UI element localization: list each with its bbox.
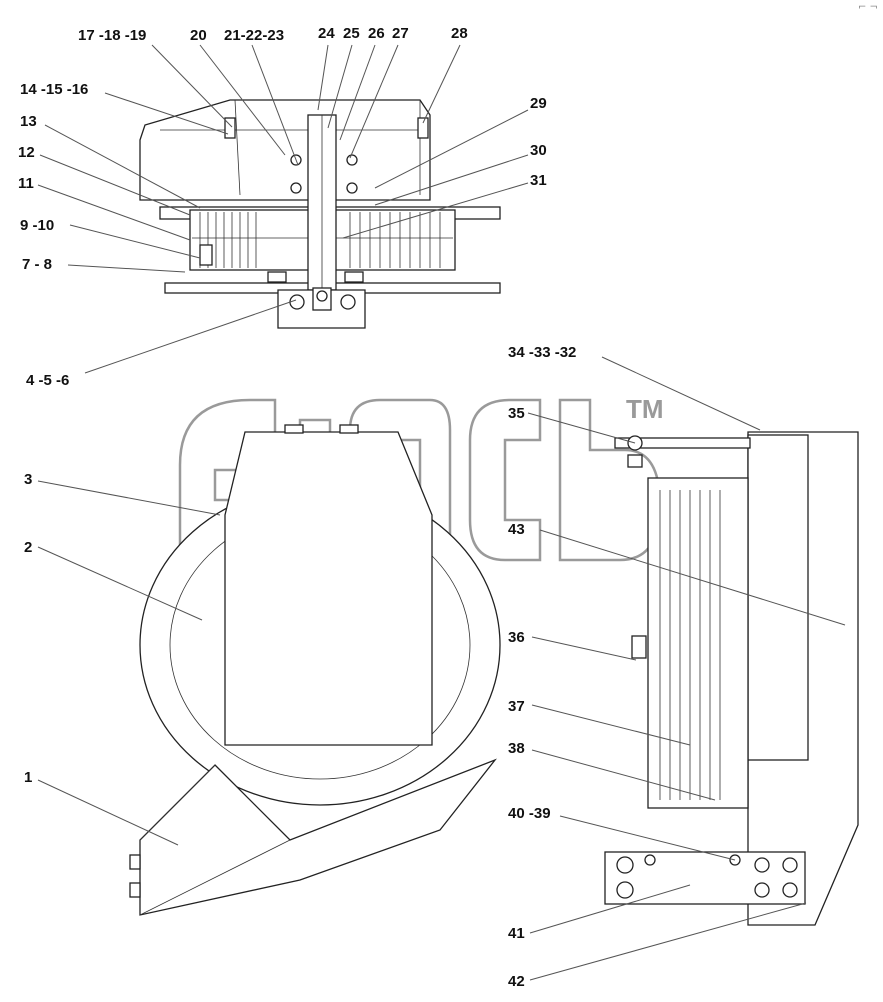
callout-4-5-6: 4 -5 -6 [26,372,69,389]
callout-11: 11 [18,175,34,192]
watermark-tm: TM [626,394,664,424]
callout-20: 20 [190,27,207,44]
callout-35: 35 [508,405,525,422]
callout-14-15-16: 14 -15 -16 [20,81,88,98]
callout-3: 3 [24,471,32,488]
callout-29: 29 [530,95,547,112]
callout-17-18-19: 17 -18 -19 [78,27,146,44]
callout-9-10: 9 -10 [20,217,54,234]
corner-mark: ⌐ ¬ [858,2,878,13]
callout-30: 30 [530,142,547,159]
callout-24: 24 [318,25,335,42]
callout-25: 25 [343,25,360,42]
callout-36: 36 [508,629,525,646]
callout-34-33-32: 34 -33 -32 [508,344,576,361]
front-view-assembly [129,424,501,916]
callout-2: 2 [24,539,32,556]
callout-41: 41 [508,925,525,942]
callout-28: 28 [451,25,468,42]
callout-13: 13 [20,113,37,130]
callout-26: 26 [368,25,385,42]
callout-31: 31 [530,172,547,189]
callout-21-22-23: 21-22-23 [224,27,284,44]
callout-12: 12 [18,144,35,161]
top-section-assembly [139,99,501,329]
callout-27: 27 [392,25,409,42]
leader-lines [37,44,846,981]
callout-42: 42 [508,973,525,990]
callout-43: 43 [508,521,525,538]
callout-labels: 17 -18 -19 20 21-22-23 24 25 26 27 28 14… [18,25,576,990]
callout-38: 38 [508,740,525,757]
callout-40-39: 40 -39 [508,805,551,822]
callout-1: 1 [24,769,32,786]
callout-37: 37 [508,698,525,715]
side-view-assembly [604,431,859,926]
callout-7-8: 7 - 8 [22,256,52,273]
